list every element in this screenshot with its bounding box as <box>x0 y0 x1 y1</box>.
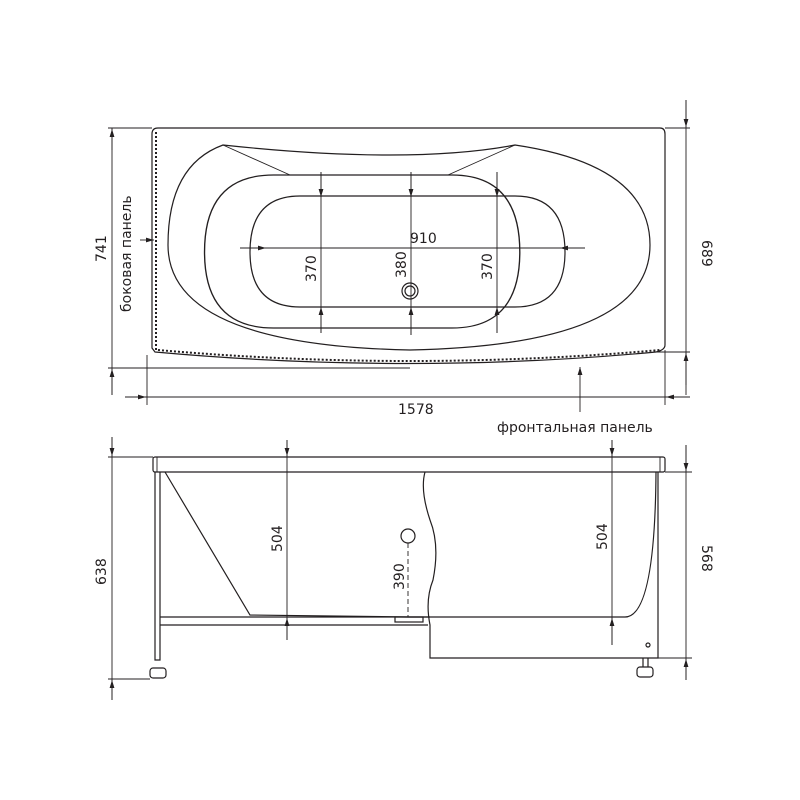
drain-icon <box>401 282 419 300</box>
dim-504-right-label: 504 <box>595 523 611 550</box>
inner-basin <box>249 195 566 308</box>
side-view: 390 504 504 638 568 <box>94 437 714 700</box>
top-view: 910 370 380 370 741 боковая панель 689 <box>94 100 714 436</box>
tub-outline <box>151 127 666 365</box>
dim-1578-label: 1578 <box>398 402 434 418</box>
dim-370-left-label: 370 <box>304 255 320 282</box>
rim <box>152 456 666 473</box>
dim-380-label: 380 <box>394 251 410 278</box>
dim-504-left-label: 504 <box>270 525 286 552</box>
drain-outlet <box>394 616 424 623</box>
dim-689-label: 689 <box>698 240 714 267</box>
dim-390-label: 390 <box>392 563 408 590</box>
side-panel-label: боковая панель <box>119 195 135 312</box>
right-foot <box>636 666 654 678</box>
frame <box>154 472 430 661</box>
dim-638-label: 638 <box>94 558 110 585</box>
right-leg <box>642 658 649 667</box>
front-panel <box>422 471 659 659</box>
left-foot <box>149 667 167 679</box>
dim-568-label: 568 <box>698 545 714 572</box>
outer-bowl <box>167 144 651 351</box>
dim-741-label: 741 <box>94 235 110 262</box>
dim-370-right-label: 370 <box>480 253 496 280</box>
overflow-icon <box>400 528 416 544</box>
front-panel-label: фронтальная панель <box>497 420 653 436</box>
front-panel-line <box>157 349 661 362</box>
headrest-lines <box>222 144 516 176</box>
tub-body <box>164 471 657 618</box>
inner-rim <box>203 174 521 329</box>
dim-910-label: 910 <box>410 231 437 247</box>
bolt-icon <box>645 642 651 648</box>
drain-inner-icon <box>404 285 416 297</box>
rim-ends <box>156 457 661 472</box>
